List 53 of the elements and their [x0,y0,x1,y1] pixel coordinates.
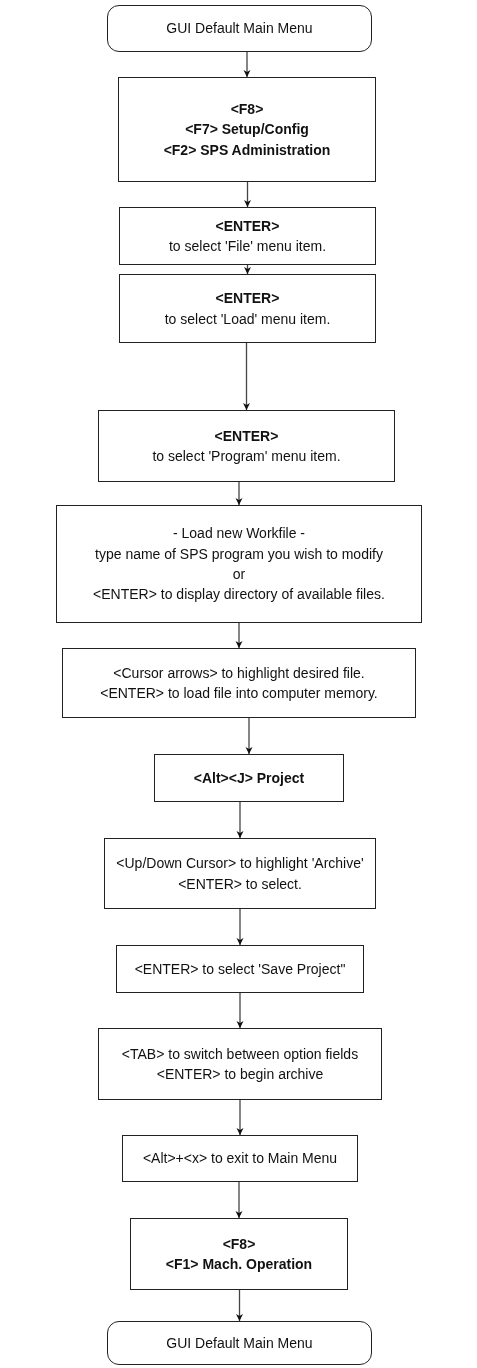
arrow [236,1289,243,1322]
process-box [119,274,376,343]
step-text: <Alt>+<x> to exit to Main Menu [142,1149,338,1169]
arrow [243,342,250,411]
process-box [116,945,364,993]
step-text: GUI Default Main Menu [166,1333,313,1353]
step-text: <Alt><J> Project [193,768,305,788]
step-text: to select 'Load' menu item. [164,309,331,329]
step-text: <ENTER> to select. [178,874,302,894]
arrow [244,264,251,275]
step-text: GUI Default Main Menu [166,19,313,39]
process-box [104,838,376,909]
terminal-box [107,1321,372,1365]
step-text: to select 'Program' menu item. [152,447,341,466]
step-text: <F8> [222,1234,256,1254]
arrow [236,908,244,946]
step-text: <F7> Setup/Config [185,120,309,140]
arrow [236,992,244,1029]
step-text: <F8> [230,100,264,120]
process-box [56,505,422,623]
step-text: <Cursor arrows> to highlight desired file. [113,663,365,683]
step-text: <Up/Down Cursor> to highlight 'Archive' [116,854,364,874]
step-text: <F1> Mach. Operation [165,1255,313,1274]
terminal-box [107,5,372,52]
arrow [243,51,251,78]
step-text: type name of SPS program you wish to modify [95,544,383,564]
process-box [130,1218,348,1290]
process-box [98,1028,382,1100]
process-box [98,410,395,482]
step-text: to select 'File' menu item. [168,237,327,256]
process-box [118,77,376,182]
process-box [154,754,344,802]
arrow [235,622,243,649]
process-box [122,1135,358,1182]
arrow [235,1181,243,1219]
process-box [62,648,416,718]
step-text: - Load new Workfile - [173,524,305,544]
step-text: <ENTER> [215,216,280,236]
step-text: <ENTER> to begin archive [156,1065,324,1084]
step-text: <ENTER> to load file into computer memory. [100,684,378,703]
process-box [119,207,376,265]
arrow [245,717,253,755]
arrow [244,181,251,208]
step-text: <ENTER> [214,426,279,446]
step-text: <TAB> to switch between option fields [121,1044,359,1064]
arrow [236,1099,244,1136]
step-text: or [232,565,246,584]
step-text: <ENTER> [215,289,280,309]
arrow [235,481,243,506]
step-text: <F2> SPS Administration [163,140,331,160]
step-text: <ENTER> to select 'Save Project" [134,959,346,979]
arrow [236,801,244,839]
step-text: <ENTER> to display directory of available files. [93,585,385,605]
